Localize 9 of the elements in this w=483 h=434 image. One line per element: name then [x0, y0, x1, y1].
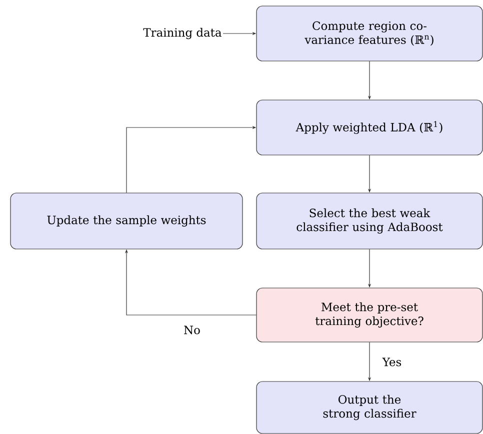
edge-label: Yes: [381, 356, 403, 368]
process-box: Output the strong classifier: [256, 381, 483, 434]
process-box: Apply weighted LDA (ℝ$^{1}$): [256, 100, 483, 156]
edge-label: No: [182, 324, 202, 336]
process-box: Compute region co-variance features (ℝ$^{n}$): [256, 6, 483, 62]
input-label: Training data: [143, 28, 222, 40]
process-box: Select the best weak classifier using AdaBoost: [256, 192, 483, 250]
decision-box: Meet the pre-set training objective?: [256, 288, 483, 342]
process-box: Update the sample weights: [10, 192, 243, 250]
